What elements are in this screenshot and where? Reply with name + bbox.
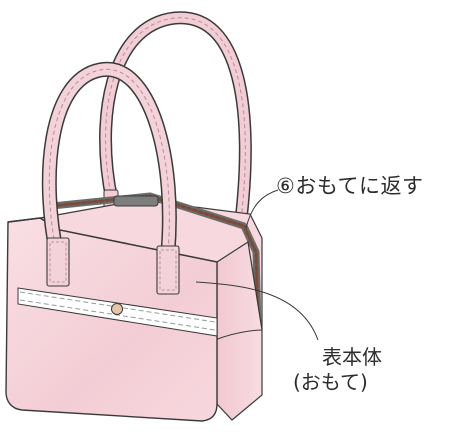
snap-button-icon [111,303,123,315]
leader-line-step [245,189,279,229]
frame-clasp-icon [113,195,159,207]
leader-line-body [195,281,319,341]
trim-band [17,287,218,337]
body-label-side-note: (おもて) [293,370,368,394]
step-instruction-label: ⑥おもてに返す [276,174,424,198]
front-handle [41,61,180,295]
body-label: 表本体 [322,345,382,369]
